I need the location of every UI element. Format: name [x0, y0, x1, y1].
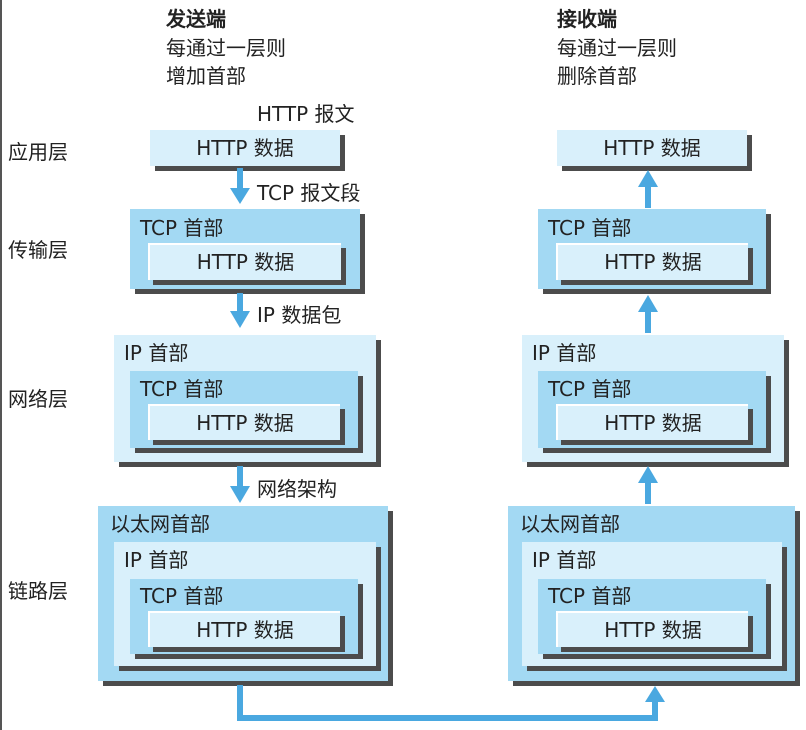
sender-eth-box: 以太网首部 IP 首部 TCP 首部 HTTP 数据: [98, 506, 388, 681]
sender-eth-tcp-header-label: TCP 首部: [140, 584, 224, 608]
layer-label-application: 应用层: [8, 140, 68, 164]
receiver-app-http-box: HTTP 数据: [557, 130, 747, 166]
up-arrow-icon: [638, 170, 658, 208]
receiver-ip-http-box: HTTP 数据: [556, 404, 748, 440]
sender-desc-line2: 增加首部: [166, 64, 246, 88]
sender-app-http-box: HTTP 数据: [150, 130, 340, 166]
sender-ip-header-label: IP 首部: [124, 341, 189, 365]
sender-app-http-label: HTTP 数据: [196, 136, 294, 160]
receiver-eth-ip-header-label: IP 首部: [532, 548, 597, 572]
down-arrow-icon: [230, 293, 250, 328]
receiver-tcp-header-label: TCP 首部: [548, 216, 632, 240]
sender-eth-http-box: HTTP 数据: [148, 611, 340, 647]
receiver-eth-header-label: 以太网首部: [520, 512, 620, 536]
receiver-tcp-box: TCP 首部 HTTP 数据: [538, 209, 766, 289]
sender-tcp-header-label: TCP 首部: [140, 216, 224, 240]
down-arrow-icon: [230, 168, 250, 204]
receiver-ip-tcp-header-label: TCP 首部: [548, 377, 632, 401]
receiver-eth-http-label: HTTP 数据: [604, 618, 702, 642]
sender-eth-ip-header-label: IP 首部: [124, 548, 189, 572]
layer-label-link: 链路层: [8, 579, 68, 603]
sender-ip-box: IP 首部 TCP 首部 HTTP 数据: [114, 335, 376, 462]
sender-eth-tcp-box: TCP 首部 HTTP 数据: [130, 579, 358, 654]
receiver-eth-http-box: HTTP 数据: [556, 611, 748, 647]
receiver-ip-http-label: HTTP 数据: [604, 411, 702, 435]
sender-ip-tcp-box: TCP 首部 HTTP 数据: [130, 371, 358, 448]
sender-desc-line1: 每通过一层则: [166, 36, 286, 60]
layer-label-transport: 传输层: [8, 238, 68, 262]
receiver-tcp-http-label: HTTP 数据: [604, 250, 702, 274]
receiver-eth-tcp-box: TCP 首部 HTTP 数据: [538, 579, 766, 654]
receiver-app-http-label: HTTP 数据: [603, 136, 701, 160]
sender-tcp-http-label: HTTP 数据: [196, 250, 295, 274]
receiver-ip-tcp-box: TCP 首部 HTTP 数据: [538, 371, 766, 448]
transition-ip-packet: IP 数据包: [257, 303, 342, 327]
sender-tcp-box: TCP 首部 HTTP 数据: [130, 209, 360, 289]
sender-ip-tcp-header-label: TCP 首部: [140, 377, 224, 401]
receiver-desc-line1: 每通过一层则: [557, 36, 677, 60]
bottom-connector-arrow-icon: [237, 685, 665, 721]
sender-eth-ip-box: IP 首部 TCP 首部 HTTP 数据: [114, 542, 376, 666]
receiver-title: 接收端: [557, 7, 617, 31]
receiver-tcp-http-box: HTTP 数据: [556, 243, 748, 280]
sender-eth-header-label: 以太网首部: [110, 512, 210, 536]
receiver-desc-line2: 删除首部: [557, 64, 637, 88]
sender-ip-http-label: HTTP 数据: [196, 411, 294, 435]
sender-eth-http-label: HTTP 数据: [196, 618, 294, 642]
transition-tcp-segment: TCP 报文段: [257, 181, 361, 205]
sender-title: 发送端: [166, 7, 226, 31]
transition-http-message: HTTP 报文: [257, 102, 355, 126]
up-arrow-icon: [638, 295, 658, 333]
sender-tcp-http-box: HTTP 数据: [148, 243, 341, 280]
receiver-ip-header-label: IP 首部: [532, 341, 597, 365]
receiver-eth-tcp-header-label: TCP 首部: [548, 584, 632, 608]
sender-ip-http-box: HTTP 数据: [148, 404, 340, 440]
receiver-eth-ip-box: IP 首部 TCP 首部 HTTP 数据: [522, 542, 782, 666]
layer-label-network: 网络层: [8, 387, 68, 411]
receiver-eth-box: 以太网首部 IP 首部 TCP 首部 HTTP 数据: [508, 506, 795, 681]
down-arrow-icon: [230, 466, 250, 503]
transition-network-frame: 网络架构: [257, 477, 337, 501]
page-edge-line: [0, 0, 2, 730]
receiver-ip-box: IP 首部 TCP 首部 HTTP 数据: [522, 335, 784, 462]
up-arrow-icon: [638, 466, 658, 504]
